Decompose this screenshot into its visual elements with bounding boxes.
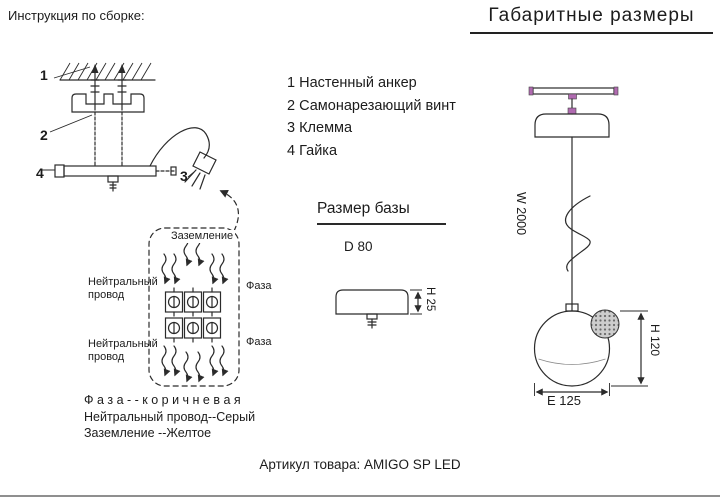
phase-wires-bottom [209,345,229,377]
terminal-screw [164,317,184,343]
crystal-ball [590,309,620,339]
height-dimension-line [410,289,422,315]
ball-seam [538,358,606,365]
mounting-bracket [71,93,145,113]
pendant-ball [533,310,611,387]
pendant-lamp-drawing [528,86,648,396]
neutral-wires-bottom [161,345,181,377]
callout-2: 2 [40,127,48,143]
callout-4: 4 [36,165,44,181]
wire-squiggle [565,195,591,272]
parts-list-item-3: 3 Клемма [287,120,353,136]
base-drawing [335,289,422,329]
phase-wires-top [209,253,229,285]
base-plate [335,289,409,315]
base-height-label: H 25 [424,287,436,312]
terminal-screw [183,317,203,343]
parts-list-item-4: 4 Гайка [287,142,338,159]
parts-list-item-1: 1 Настенный анкер [287,75,417,91]
neutral-label-top: Нейтральный провод [88,276,158,301]
lamp-height-label: H 120 [648,324,662,357]
terminal-screw [202,287,222,317]
legend-neutral: Нейтральный провод--Серый [84,409,256,424]
terminal-screw [183,287,203,317]
bar-screw-right [613,86,619,96]
parts-list-item-2: 2 Самонарезающий винт [287,97,456,114]
detail-arrow [219,190,239,232]
side-threaded-rod [155,166,177,176]
base-size-title: Размер базы [317,200,446,225]
width-dimension-line [534,383,610,396]
phase-label-top: Фаза [246,280,272,292]
ground-label: Заземление [169,230,236,243]
dimensions-title: Габаритные размеры [470,5,713,34]
terminal-screw [164,287,184,317]
neutral-wires-top [161,253,181,285]
wiring-box-border [148,227,240,387]
phase-label-bottom: Фаза [246,336,272,348]
lamp-width-label: E 125 [547,393,581,408]
assembly-title: Инструкция по сборке: [8,8,145,23]
terminal-block [164,287,222,343]
bar-center-screw [568,93,577,100]
callout-3: 3 [180,168,188,184]
power-wire [149,127,210,167]
nut [54,164,65,178]
height-dimension-line [611,310,648,387]
anchor-bolt-right [117,64,127,111]
wire-color-legend: Ф а з а - - к о р и ч н е в а я Нейтраль… [84,392,255,442]
anchor-bolt-left [90,64,100,111]
terminal-connector [184,151,217,190]
base-screw [366,313,378,329]
legend-phase: Ф а з а - - к о р и ч н е в а я [84,393,241,407]
ground-wires-bottom [183,351,205,383]
callout-leader-lines [41,66,195,178]
parts-list: 1 Настенный анкер 2 Самонарезающий винт … [287,72,456,162]
assembly-drawing [41,62,239,232]
wire-length-label: W 2000 [514,192,528,236]
base-diameter-label: D 80 [344,239,373,254]
canopy-plate [63,165,157,177]
pendant-canopy [534,107,610,138]
legend-ground: Заземление --Желтое [84,426,212,440]
terminal-screw [202,317,222,343]
article-footer: Артикул товара: AMIGO SP LED [259,457,461,472]
callout-1: 1 [40,67,48,83]
bar-screw-left [528,86,534,96]
center-screw [107,175,119,192]
threaded-rods [94,111,123,167]
wiring-box-drawing [148,227,240,387]
canopy-screw [567,107,577,115]
neutral-label-bottom: Нейтральный провод [88,338,158,363]
